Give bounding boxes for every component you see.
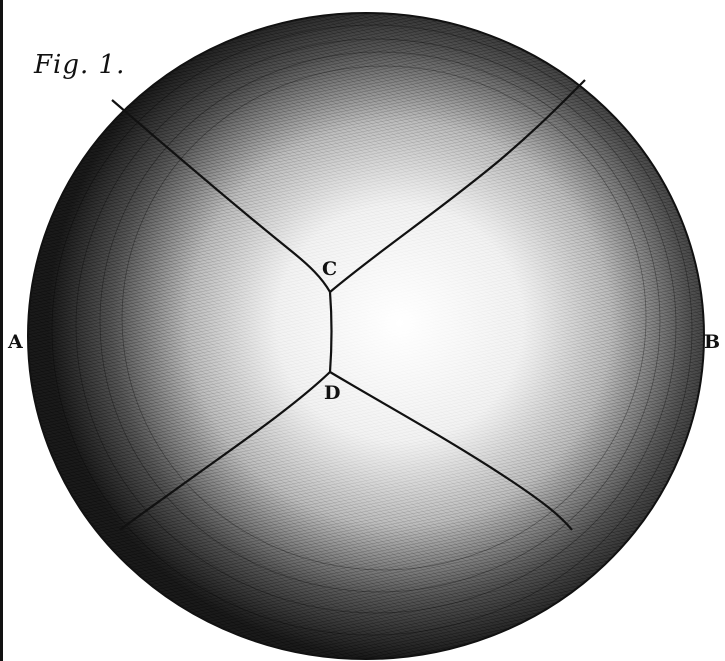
point-label-b: B (704, 331, 721, 353)
figure-caption: Fig. 1. (34, 50, 126, 80)
seam-upper-left (111, 99, 331, 293)
seam-lower-right (329, 371, 573, 531)
point-label-a: A (8, 331, 23, 353)
seam-lines (111, 79, 586, 531)
point-label-d: D (324, 382, 341, 404)
point-label-c: C (322, 258, 338, 280)
seam-upper-right (329, 79, 586, 293)
seam-lower-left (119, 371, 331, 531)
sphere-body (27, 12, 705, 660)
plate-border (0, 0, 3, 661)
seam-center (328, 291, 333, 373)
